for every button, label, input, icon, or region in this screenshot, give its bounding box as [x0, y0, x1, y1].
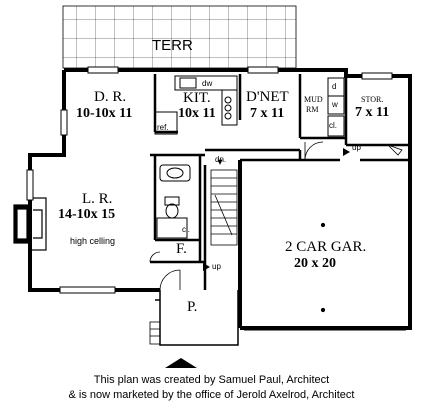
garage-label: 2 CAR GAR.	[285, 239, 367, 255]
bath-fixtures	[156, 164, 191, 239]
washer-label: w	[332, 100, 338, 109]
porch	[149, 290, 239, 346]
doors	[149, 141, 403, 291]
living-room-label: L. R.	[82, 191, 113, 207]
up-arrow-garage	[343, 148, 350, 156]
mudroom-label: MUD	[304, 95, 323, 104]
storage-size: 7 x 11	[355, 105, 390, 120]
stairs-up-garage-label: up	[352, 143, 361, 152]
windows	[26, 66, 393, 294]
kitchen-counters	[154, 75, 238, 135]
hall-closet-label: cl.	[182, 225, 190, 234]
laundry-appliances	[327, 77, 345, 137]
garage	[244, 222, 406, 331]
fireplace	[13, 197, 47, 251]
garage-size: 20 x 20	[294, 256, 336, 271]
mudroom-label-2: RM	[306, 105, 319, 114]
north-arrow-icon	[165, 358, 197, 368]
credit-line-2: & is now marketed by the office of Jerol…	[68, 389, 355, 401]
credit-line-1: This plan was created by Samuel Paul, Ar…	[93, 374, 330, 386]
stairs-down-label: dn.	[215, 155, 227, 164]
porch-label: P.	[187, 299, 198, 315]
refrigerator-label: ref.	[157, 123, 169, 132]
terrace-label: TERR	[152, 37, 193, 54]
storage-label: STOR.	[361, 95, 384, 104]
living-room-size: 14-10x 15	[58, 207, 116, 222]
stairs-up-foyer-label: up	[212, 262, 221, 271]
kitchen-size: 10x 11	[178, 106, 216, 121]
mud-closet-label: cl.	[329, 121, 337, 130]
dinette-label: D'NET	[246, 89, 289, 105]
stairs	[210, 159, 238, 246]
dining-room-size: 10-10x 11	[76, 106, 133, 121]
terrace-paving	[62, 5, 297, 69]
interior-walls	[150, 74, 410, 290]
up-arrow-foyer	[203, 263, 210, 271]
dining-room-label: D. R.	[94, 89, 127, 105]
kitchen-label: KIT.	[183, 90, 211, 106]
dinette-size: 7 x 11	[250, 106, 285, 121]
foyer-label: F.	[176, 241, 187, 257]
dishwasher-label: dw	[202, 79, 213, 88]
dryer-label: d	[332, 82, 337, 91]
living-room-note: high celling	[70, 236, 116, 246]
